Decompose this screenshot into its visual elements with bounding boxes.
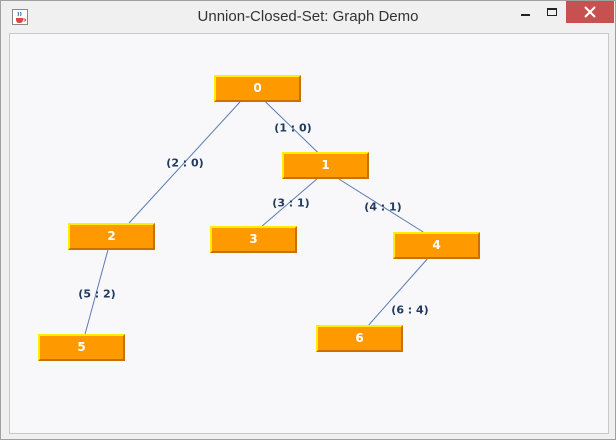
node-6[interactable]: 6 bbox=[316, 325, 403, 352]
edge-n0-n1 bbox=[265, 101, 318, 153]
edge-n2-n5 bbox=[84, 249, 109, 335]
node-4[interactable]: 4 bbox=[393, 232, 480, 259]
java-cup-icon[interactable] bbox=[12, 9, 28, 25]
edge-layer bbox=[84, 101, 428, 335]
edge-label-4-1: (4 : 1) bbox=[364, 200, 402, 214]
edge-n4-n6 bbox=[368, 258, 428, 326]
minimize-button[interactable] bbox=[509, 1, 543, 27]
minimize-icon bbox=[521, 14, 530, 16]
window-title: Unnion-Closed-Set: Graph Demo bbox=[197, 8, 419, 25]
node-1[interactable]: 1 bbox=[282, 152, 369, 179]
edge-n0-n2 bbox=[128, 101, 241, 224]
edge-n1-n4 bbox=[338, 178, 424, 233]
maximize-icon bbox=[547, 8, 557, 16]
edge-label-1-0: (1 : 0) bbox=[274, 121, 312, 135]
edge-label-6-4: (6 : 4) bbox=[391, 303, 429, 317]
graph-canvas[interactable]: 0 1 2 3 4 5 6 (1 : 0) (2 : 0) (3 : 1) (4… bbox=[9, 33, 609, 434]
node-2[interactable]: 2 bbox=[68, 223, 155, 250]
maximize-button[interactable] bbox=[535, 1, 569, 27]
node-3[interactable]: 3 bbox=[210, 226, 297, 253]
close-icon bbox=[584, 6, 596, 18]
edge-n1-n3 bbox=[261, 178, 318, 227]
node-0[interactable]: 0 bbox=[214, 75, 301, 102]
edge-label-3-1: (3 : 1) bbox=[272, 196, 310, 210]
edge-label-5-2: (5 : 2) bbox=[78, 287, 116, 301]
close-button[interactable] bbox=[566, 1, 614, 23]
node-5[interactable]: 5 bbox=[38, 334, 125, 361]
edge-label-2-0: (2 : 0) bbox=[166, 156, 204, 170]
title-bar[interactable]: Unnion-Closed-Set: Graph Demo bbox=[1, 1, 615, 33]
